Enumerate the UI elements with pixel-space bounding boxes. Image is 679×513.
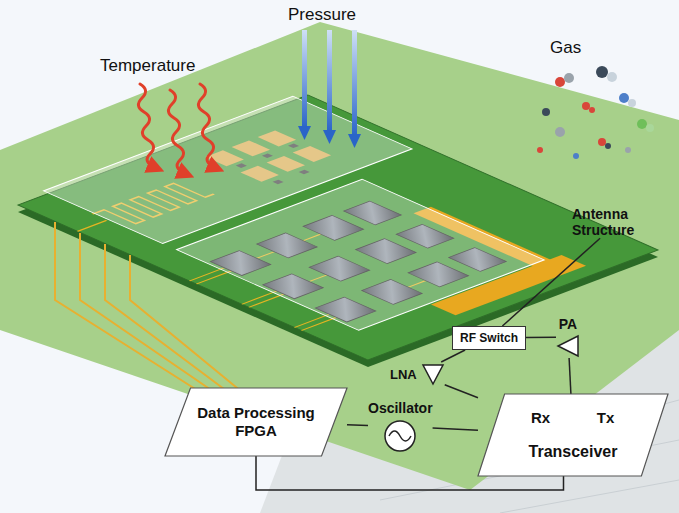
antenna-label-box: Antenna Structure [572,206,664,238]
signal-line [347,424,368,426]
art-g [44,96,608,330]
node-text: LNA [390,367,417,382]
amplifier-symbol: LNA [390,362,445,386]
art-polyline [80,233,214,392]
triangle-symbol [556,334,580,358]
sensor-label: Pressure [288,5,356,25]
sensor-wires [55,222,242,392]
art-circle [637,119,647,129]
art-line [190,268,225,281]
art-rect [327,30,332,132]
art-circle [573,153,579,159]
art-path [198,84,216,168]
art-line [302,317,337,330]
art-circle [646,124,654,132]
signal-line [502,238,600,326]
art-circle [542,108,550,116]
sine-wave [389,431,411,441]
node-text: Transceiver [508,443,638,461]
node-text: Data Processing FPGA [193,404,319,440]
node-text: Oscillator [368,400,433,416]
art-circle [589,107,595,113]
circle-outline [385,421,415,451]
signal-line [433,428,478,430]
art-rect [177,179,545,330]
pressure-arrows [298,30,361,148]
sensor-label: Temperature [100,56,195,76]
art-circle [628,99,636,107]
heat-arrows [138,84,216,174]
art-circle [555,127,565,137]
art-circle [564,73,574,83]
gas-molecules [537,66,654,159]
art-circle [625,147,631,153]
node-text: Rx [508,409,573,426]
sensor-label: Gas [550,38,581,58]
ground-plane [0,22,679,490]
art-path [168,90,186,174]
art-circle [537,147,543,153]
triangle-symbol [421,362,445,386]
art-rect [352,30,357,136]
signal-line [526,336,556,338]
art-polyline [105,244,228,392]
art-line [295,314,330,327]
pcb-board [18,95,658,360]
glass-covers [44,96,608,330]
parallelogram-outline [478,394,668,476]
amplifier-symbol: PA [556,316,580,358]
art-path [138,84,156,168]
node-text: RF Switch [460,331,518,345]
art-line [249,294,284,307]
art-circle [605,143,611,149]
signal-line [441,350,465,362]
art-circle [582,102,590,110]
triangle-outline [558,336,578,356]
processor-block: Data Processing FPGA [165,388,347,456]
art-circle [596,66,608,78]
art-polygon [323,130,336,144]
triangle-outline [423,365,443,384]
signal-line [445,385,478,398]
parallelogram-fill [165,388,347,456]
art-polygon [348,134,361,148]
art-rect [18,95,658,360]
art-circle [598,138,606,146]
signal-line [569,358,571,394]
transceiver-block: RxTxTransceiver [478,394,668,476]
art-line [78,220,107,231]
art-polygon [298,126,311,140]
art-rect [302,30,307,128]
node-text: Tx [573,409,638,426]
art-circle [555,77,565,87]
art-line [197,271,232,284]
oscillator-symbol: Oscillator [368,400,433,453]
parallelogram-fill [478,394,668,476]
switch-box: RF Switch [452,326,526,350]
art-line [242,291,277,304]
node-text: PA [559,316,577,332]
art-polyline [130,255,242,392]
art-circle [619,93,629,103]
art-line [500,480,679,513]
art-circle [607,72,617,82]
node-text: Antenna Structure [572,206,664,238]
oscillator-circle [383,419,417,453]
